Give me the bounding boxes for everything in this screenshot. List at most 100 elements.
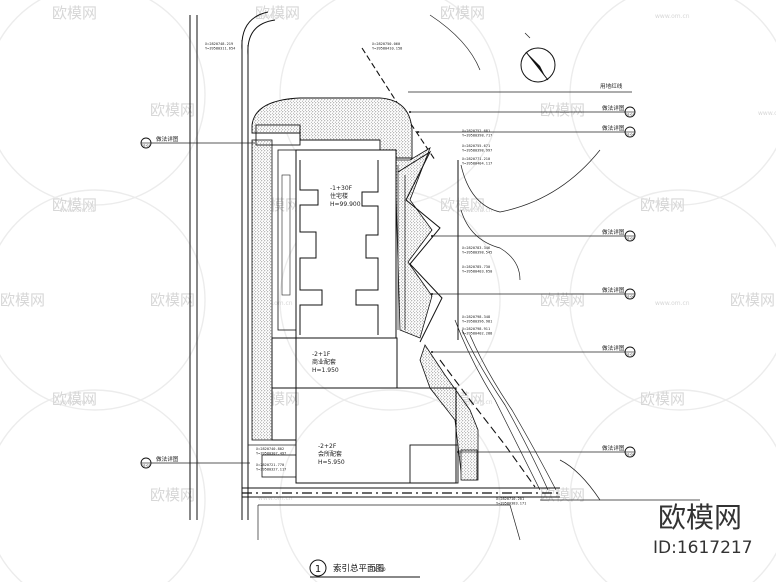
section-marker-label: 做法详图: [602, 104, 625, 112]
land-redline: [242, 47, 560, 494]
coordinate-y: Y=39580398.997: [462, 149, 492, 153]
building-labels: -1+30F住宅楼H=99.900-2+1F商业配套H=1.950-2+2F会所…: [312, 185, 361, 466]
watermark-brand: 欧模网: [150, 486, 195, 504]
building-label-line: -2+2F: [318, 443, 337, 450]
corner-id: ID:1617217: [653, 538, 753, 558]
watermark-brand: 欧模网: [540, 101, 585, 119]
tower-footprint: [277, 149, 397, 339]
watermark-site: www.om.cn: [258, 13, 293, 20]
drawing-number: 1: [315, 564, 321, 575]
coordinate-y: Y=39580327.117: [256, 468, 286, 472]
watermark-brand: 欧模网: [640, 390, 685, 408]
watermark-site: www.om.cn: [60, 207, 95, 214]
section-marker-label: 做法详图: [156, 455, 179, 463]
coordinate-y: Y=39580311.654: [205, 47, 235, 51]
coordinate-y: Y=39580402.288: [462, 332, 492, 336]
section-marker-code: 02-04: [626, 133, 635, 137]
coordinate-y: Y=39580307.497: [256, 452, 286, 456]
corner-brand: 欧模网: [658, 501, 742, 534]
coordinate-x: X=2820710.201: [496, 497, 524, 501]
drawing-number-circle: [309, 559, 327, 577]
section-marker-code: 02-06: [626, 295, 635, 299]
section-marker-code: 02-02: [142, 464, 151, 468]
building-label-line: 商业配套: [312, 358, 336, 366]
section-marker-label: 做法详图: [602, 286, 625, 294]
watermark-brand: 欧模网: [52, 4, 97, 22]
north-arrow-icon: [520, 32, 556, 83]
watermark-brand: 欧模网: [730, 291, 775, 309]
section-marker-label: 做法详图: [602, 344, 625, 352]
coordinate-x: X=2820798.348: [462, 315, 490, 319]
title-block: 1 索引总平面图 1:500: [309, 559, 420, 578]
building-label-line: 会所配套: [318, 450, 342, 458]
section-marker-code: 02-07: [626, 353, 635, 357]
corner-watermark: 欧模网 ID:1617217: [653, 501, 753, 558]
redline-label: 用地红线: [600, 82, 623, 90]
watermark-layer: 欧模网欧模网欧模网欧模网欧模网欧模网欧模网欧模网欧模网欧模网欧模网欧模网欧模网欧…: [0, 4, 776, 504]
zigzag-boundary: [397, 150, 459, 343]
coordinate-x: X=2820750.060: [372, 42, 400, 46]
section-marker-code: 02-03: [626, 113, 635, 117]
watermark-brand: 欧模网: [52, 196, 97, 214]
coordinate-y: Y=39580403.650: [462, 270, 492, 274]
watermark-brand: 欧模网: [150, 291, 195, 309]
section-marker-code: 02-05: [626, 237, 635, 241]
coordinate-x: X=2820740.802: [256, 447, 284, 451]
building-label-line: H=1.950: [312, 367, 339, 374]
section-marker-label: 做法详图: [602, 444, 625, 452]
building-label-line: -1+30F: [330, 185, 353, 192]
watermark-site: www.om.cn: [60, 399, 95, 406]
watermark-site: www.om.cn: [655, 13, 690, 20]
section-marker-label: 做法详图: [602, 124, 625, 132]
greenery-areas: [251, 97, 479, 481]
section-marker-label: 做法详图: [156, 135, 179, 143]
section-marker-code: 02-01: [142, 144, 151, 148]
watermark-site: www.om.cn: [758, 110, 776, 117]
section-marker-02-02: 02-02 做法详图: [140, 455, 250, 469]
coordinate-x: X=2820755.671: [462, 144, 490, 148]
watermark-site: www.om.cn: [258, 300, 293, 307]
watermark-site: www.om.cn: [458, 399, 493, 406]
building-label-line: -2+1F: [312, 351, 331, 358]
coordinate-y: Y=39580398.545: [462, 251, 492, 255]
section-marker-02-01: 02-01 做法详图: [140, 135, 255, 149]
coordinate-x: X=2820748.219: [205, 42, 233, 46]
watermark-brand: 欧模网: [640, 196, 685, 214]
coordinate-x: X=2820771.210: [462, 157, 490, 161]
drawing-scale: 1:500: [374, 567, 386, 572]
coordinate-y: Y=39580398.717: [462, 134, 492, 138]
watermark-brand: 欧模网: [440, 4, 485, 22]
watermark-site: www.om.cn: [655, 300, 690, 307]
watermark-site: www.om.cn: [458, 207, 493, 214]
drawing-title: 索引总平面图: [333, 563, 384, 574]
coordinate-y: Y=39580404.117: [462, 162, 492, 166]
section-marker-code: 02-08: [626, 453, 635, 457]
coordinate-y: Y=39580383.171: [496, 502, 526, 506]
watermark-brand: 欧模网: [52, 390, 97, 408]
building-label-line: H=5.950: [318, 459, 345, 466]
coordinate-y: Y=39580396.981: [462, 320, 492, 324]
podium-footprints: [248, 124, 459, 484]
coordinate-x: X=2820785.730: [462, 265, 490, 269]
